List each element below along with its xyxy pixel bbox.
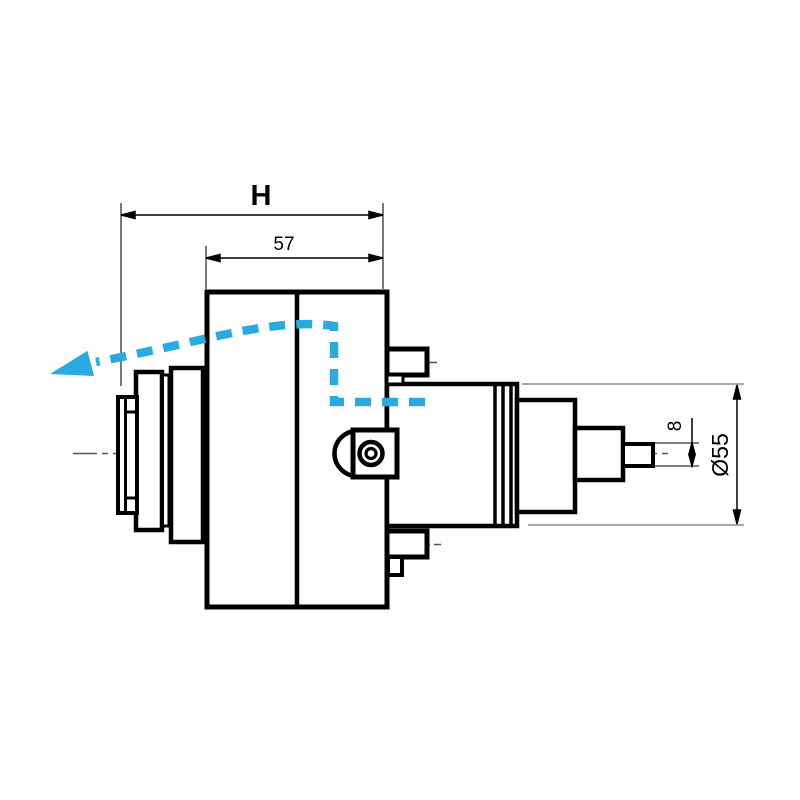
output-shaft (621, 442, 655, 468)
dim-label-h: H (251, 180, 272, 212)
dim-d55-arrow-bottom (732, 509, 742, 525)
top-bolt (384, 346, 430, 378)
flow-dashed-line (95, 319, 425, 407)
cylinder-55 (384, 381, 520, 529)
dim-label-d55: Ø55 (707, 433, 733, 476)
dim-h-arrow-right (368, 210, 384, 220)
dim-d55-arrow-top (732, 384, 742, 400)
coolant-flow-path (50, 319, 425, 407)
collet-nut-outer (133, 369, 165, 533)
dim-57-arrow-right (368, 253, 384, 263)
main-body-group (116, 289, 655, 610)
cylinder-step-3 (572, 425, 626, 483)
dim-label-57: 57 (273, 234, 294, 255)
bottom-bolt-step (386, 555, 404, 577)
bottom-bolt (384, 528, 430, 560)
collet-nut-front (116, 395, 139, 515)
dim-label-8: 8 (665, 421, 686, 432)
dim-h-arrow-left (120, 210, 136, 220)
dim-8-arrow-bottom (688, 454, 696, 469)
top-bolt-step (385, 373, 405, 386)
flow-arrow-icon (50, 350, 94, 376)
dimension-lines (120, 210, 742, 525)
cylinder-step-2 (514, 397, 578, 515)
spacer-ring (161, 373, 171, 528)
dim-8-arrow-top (688, 440, 696, 455)
screw-socket-inner (364, 446, 378, 461)
dim-57-arrow-left (205, 253, 221, 263)
front-flange (168, 365, 206, 545)
